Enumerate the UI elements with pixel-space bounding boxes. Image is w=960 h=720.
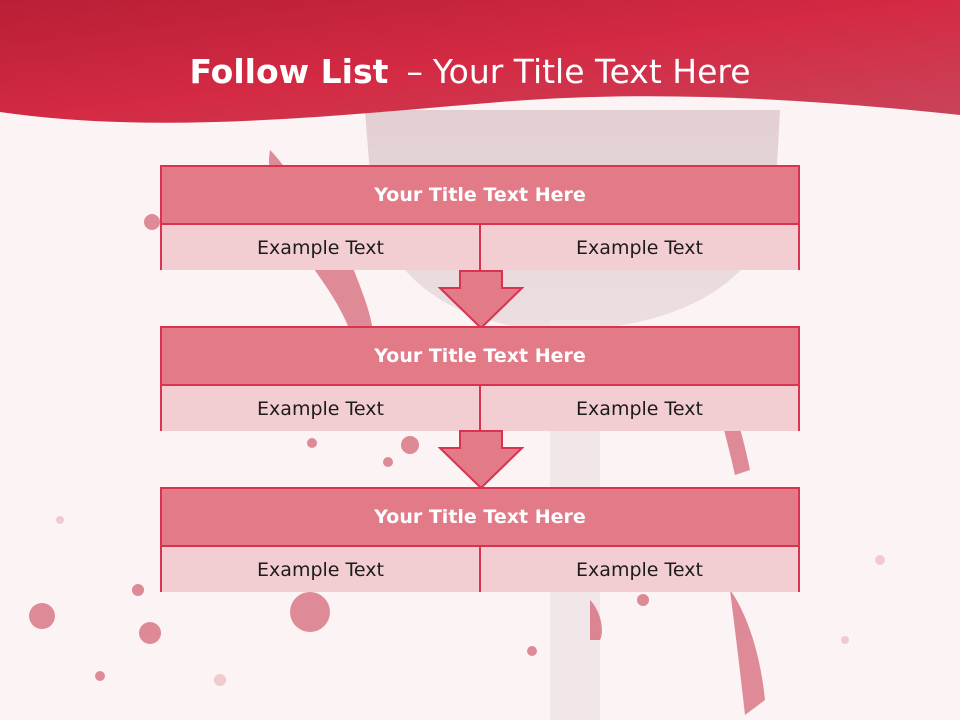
block-title: Your Title Text Here <box>162 328 798 386</box>
block-cell-right: Example Text <box>481 225 798 270</box>
block-cell-left: Example Text <box>162 225 481 270</box>
list-block-3: Your Title Text Here Example Text Exampl… <box>160 487 800 592</box>
block-title: Your Title Text Here <box>162 489 798 547</box>
down-arrow-icon <box>438 430 524 490</box>
list-block-1: Your Title Text Here Example Text Exampl… <box>160 165 800 270</box>
page-title: Follow List–Your Title Text Here <box>0 52 940 91</box>
list-block-2: Your Title Text Here Example Text Exampl… <box>160 326 800 431</box>
block-cell-left: Example Text <box>162 386 481 431</box>
title-bold-part: Follow List <box>189 52 389 91</box>
block-cell-right: Example Text <box>481 386 798 431</box>
block-cell-left: Example Text <box>162 547 481 592</box>
down-arrow-icon <box>438 270 524 330</box>
block-title: Your Title Text Here <box>162 167 798 225</box>
title-separator: – <box>406 52 423 91</box>
block-cell-right: Example Text <box>481 547 798 592</box>
title-rest: Your Title Text Here <box>432 52 751 91</box>
